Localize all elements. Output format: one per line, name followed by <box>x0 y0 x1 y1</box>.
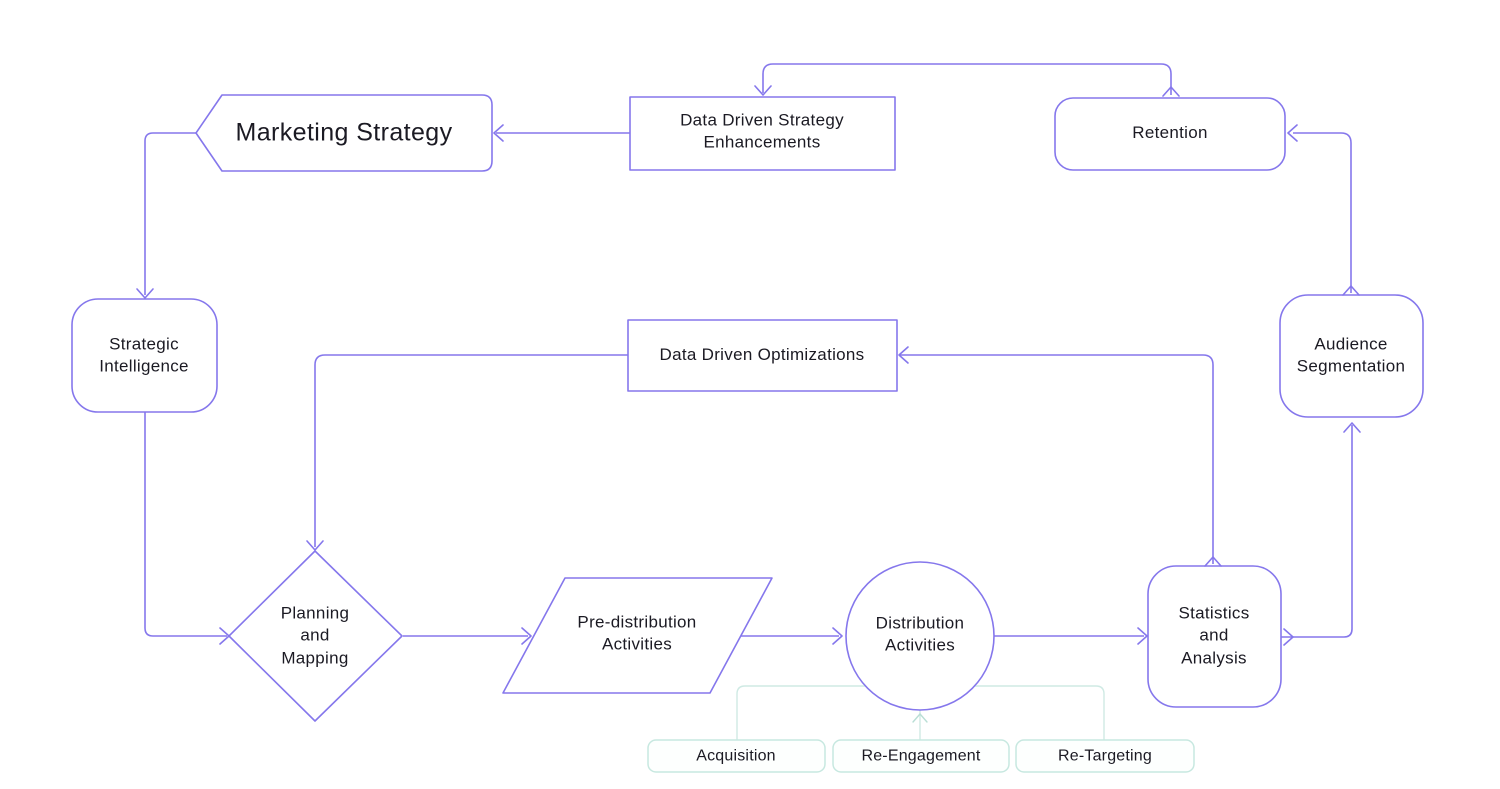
node-retention-label: Retention <box>1132 122 1208 142</box>
node-marketing-strategy-label: Marketing Strategy <box>235 118 453 147</box>
node-statistics-and-analysis-label: Statistics and Analysis <box>1178 603 1250 668</box>
arrowhead-into-distribution <box>832 627 843 645</box>
arrowhead-out-of-statistics-top <box>1204 556 1222 567</box>
node-audience-segmentation-label: Audience Segmentation <box>1296 334 1406 376</box>
node-statistics-and-analysis-shape[interactable] <box>1147 565 1282 708</box>
arrowhead-into-marketing-strategy <box>493 124 504 142</box>
node-shapes <box>71 94 1424 773</box>
edge-marketing-strategy-to-intelligence <box>144 132 196 295</box>
arrowhead-into-distribution-bottom <box>912 712 928 723</box>
node-data-driven-strategy-enhancements-shape[interactable] <box>629 96 896 171</box>
edge-intelligence-to-planning <box>144 412 227 637</box>
arrowhead-out-of-retention-top <box>1162 86 1180 97</box>
arrowhead-into-intelligence <box>136 288 154 299</box>
node-strategic-intelligence-label: Strategic Intelligence <box>99 334 189 376</box>
arrowheads <box>136 85 1361 723</box>
edge-segmentation-to-retention <box>1293 132 1352 293</box>
node-marketing-strategy-shape[interactable] <box>195 94 493 172</box>
arrowhead-into-planning-left <box>219 627 230 645</box>
edge-retention-to-enhancements <box>762 63 1172 95</box>
arrowhead-into-predistribution <box>521 627 532 645</box>
edge-optimizations-to-planning <box>314 354 628 547</box>
edge-statistics-to-segmentation <box>1281 425 1353 638</box>
node-re-engagement-label: Re-Engagement <box>861 747 981 765</box>
node-data-driven-optimizations-label: Data Driven Optimizations <box>659 344 865 364</box>
arrowhead-into-planning-top <box>306 540 324 551</box>
node-data-driven-optimizations-shape[interactable] <box>627 319 898 392</box>
node-re-targeting-label: Re-Targeting <box>1057 747 1153 765</box>
node-acquisition-label: Acquisition <box>696 747 776 765</box>
arrowhead-into-optimizations <box>898 346 909 364</box>
node-strategic-intelligence-shape[interactable] <box>71 298 218 413</box>
node-re-engagement-shape[interactable] <box>832 739 1010 773</box>
arrowhead-into-enhancements <box>754 85 772 96</box>
arrowhead-into-segmentation-bottom <box>1343 422 1361 433</box>
node-planning-and-mapping-label: Planning and Mapping <box>280 603 350 668</box>
node-pre-distribution-activities-label: Pre-distribution Activities <box>577 612 697 654</box>
node-acquisition-shape[interactable] <box>647 739 826 773</box>
node-distribution-activities-label: Distribution Activities <box>875 613 965 655</box>
node-audience-segmentation-shape[interactable] <box>1279 294 1424 418</box>
node-retention-shape[interactable] <box>1054 97 1286 171</box>
edge-statistics-to-optimizations <box>900 354 1214 564</box>
node-planning-and-mapping-shape[interactable] <box>228 550 403 722</box>
node-pre-distribution-activities-shape[interactable] <box>502 577 773 694</box>
arrowhead-into-retention <box>1287 124 1298 142</box>
arrowhead-out-of-statistics-right <box>1283 628 1294 646</box>
node-distribution-activities-shape[interactable] <box>845 561 995 711</box>
node-data-driven-strategy-enhancements-label: Data Driven Strategy Enhancements <box>680 110 844 152</box>
arrowhead-into-statistics <box>1137 627 1148 645</box>
node-re-targeting-shape[interactable] <box>1015 739 1195 773</box>
edges <box>144 63 1353 638</box>
arrowhead-out-of-segmentation-top <box>1342 285 1360 296</box>
